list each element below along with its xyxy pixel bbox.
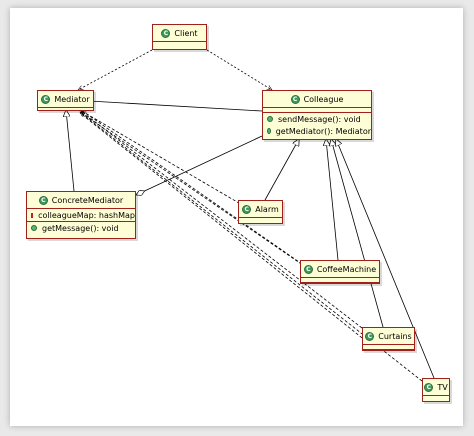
gen-concretemediator-mediator <box>66 110 75 192</box>
dep-curtains-mediator-2 <box>79 112 367 342</box>
field-row: colleagueMap: hashMap <box>27 209 135 221</box>
gen-tv-colleague <box>336 139 435 379</box>
assoc-mediator-colleague <box>88 100 263 112</box>
class-name: Mediator <box>54 94 90 104</box>
class-name: Client <box>174 28 198 38</box>
class-icon: C <box>424 382 434 392</box>
class-icon: C <box>38 195 48 205</box>
dep-client-mediator <box>78 49 153 91</box>
dep-alarm-mediator <box>80 110 245 207</box>
class-icon: C <box>242 204 252 214</box>
gen-curtains-colleague <box>331 139 384 328</box>
dep-coffeemachine-mediator-2 <box>79 111 311 271</box>
class-name: Curtains <box>378 331 412 341</box>
gen-alarm-colleague <box>264 139 299 201</box>
class-name: Alarm <box>255 204 279 214</box>
class-icon: C <box>303 264 313 274</box>
class-name: TV <box>437 382 448 392</box>
class-icon: C <box>41 94 51 104</box>
dep-curtains-mediator <box>81 111 363 329</box>
public-method-icon <box>267 128 271 134</box>
method-row: getMediator(): Mediator <box>263 125 371 137</box>
class-icon: C <box>290 94 300 104</box>
public-method-icon <box>267 116 273 122</box>
method-row: sendMessage(): void <box>263 113 371 125</box>
dep-client-colleague <box>206 49 272 90</box>
private-field-icon <box>31 212 34 218</box>
method-row: getMessage(): void <box>27 222 135 234</box>
class-name: ConcreteMediator <box>51 195 124 205</box>
gen-coffeemachine-colleague <box>326 139 339 261</box>
class-icon: C <box>365 331 375 341</box>
public-method-icon <box>31 225 37 231</box>
agg-concretemediator-colleague <box>136 135 263 195</box>
class-icon: C <box>161 28 171 38</box>
class-name: CoffeeMachine <box>316 264 377 274</box>
class-name: Colleague <box>303 94 344 104</box>
